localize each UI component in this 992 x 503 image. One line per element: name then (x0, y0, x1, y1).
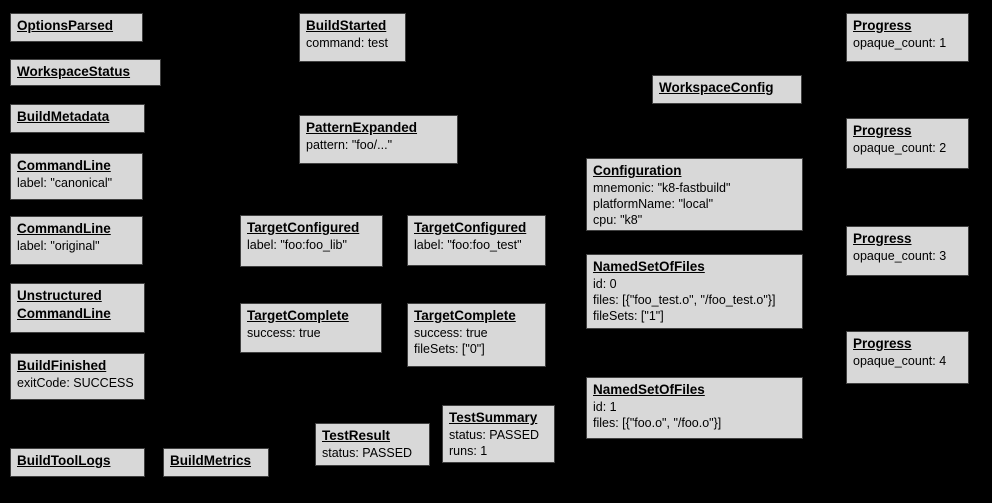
node-attribute: status: PASSED (322, 446, 413, 460)
node-attribute: mnemonic: "k8-fastbuild" (593, 181, 731, 195)
node-attribute: exitCode: SUCCESS (17, 376, 134, 390)
event-node-target-configured-foo-test: TargetConfigured label: "foo:foo_test" (407, 215, 546, 266)
node-title: BuildToolLogs (17, 453, 111, 468)
node-attribute: fileSets: ["1"] (593, 309, 664, 323)
node-attribute: files: [{"foo_test.o", "/foo_test.o"}] (593, 293, 776, 307)
event-node-unstructured-command-line: Unstructured CommandLine (10, 283, 145, 333)
node-attribute: platformName: "local" (593, 197, 714, 211)
node-attribute: files: [{"foo.o", "/foo.o"}] (593, 416, 722, 430)
node-attribute: success: true (247, 326, 321, 340)
node-attribute: label: "foo:foo_lib" (247, 238, 347, 252)
node-attribute: fileSets: ["0"] (414, 342, 485, 356)
node-attribute: label: "canonical" (17, 176, 113, 190)
node-title: WorkspaceStatus (17, 64, 131, 79)
node-attribute: command: test (306, 36, 388, 50)
node-title: BuildMetadata (17, 109, 110, 124)
event-node-command-line-canonical: CommandLine label: "canonical" (10, 153, 143, 200)
event-node-build-started: BuildStarted command: test (299, 13, 406, 62)
event-node-named-set-of-files-0: NamedSetOfFiles id: 0 files: [{"foo_test.o… (586, 254, 803, 329)
node-title: TestResult (322, 428, 391, 443)
node-title: Progress (853, 231, 912, 246)
node-title: BuildStarted (306, 18, 387, 33)
event-node-options-parsed: OptionsParsed (10, 13, 143, 42)
node-attribute: label: "foo:foo_test" (414, 238, 522, 252)
node-title: OptionsParsed (17, 18, 114, 33)
node-attribute: pattern: "foo/..." (306, 138, 393, 152)
node-title: PatternExpanded (306, 120, 418, 135)
node-title: WorkspaceConfig (659, 80, 774, 95)
event-node-progress-2: Progress opaque_count: 2 (846, 118, 969, 169)
node-attribute: id: 1 (593, 400, 617, 414)
node-attribute: opaque_count: 2 (853, 141, 947, 155)
event-node-target-configured-foo-lib: TargetConfigured label: "foo:foo_lib" (240, 215, 383, 267)
event-node-progress-4: Progress opaque_count: 4 (846, 331, 969, 384)
node-title: Progress (853, 123, 912, 138)
node-title: Progress (853, 336, 912, 351)
node-title: TargetComplete (247, 308, 349, 323)
node-title: TargetConfigured (247, 220, 360, 235)
node-title: CommandLine (17, 221, 111, 236)
node-attribute: success: true (414, 326, 488, 340)
node-title: TargetConfigured (414, 220, 527, 235)
event-node-named-set-of-files-1: NamedSetOfFiles id: 1 files: [{"foo.o", "/… (586, 377, 803, 439)
event-node-target-complete-foo-test: TargetComplete success: true fileSets: ["0… (407, 303, 546, 367)
event-node-test-summary: TestSummary status: PASSED runs: 1 (442, 405, 555, 463)
node-title: BuildFinished (17, 358, 107, 373)
event-node-build-metadata: BuildMetadata (10, 104, 145, 133)
node-title: CommandLine (17, 158, 111, 173)
node-attribute: status: PASSED (449, 428, 540, 442)
node-attribute: cpu: "k8" (593, 213, 643, 227)
node-attribute: id: 0 (593, 277, 617, 291)
node-title: TargetComplete (414, 308, 516, 323)
event-node-progress-1: Progress opaque_count: 1 (846, 13, 969, 62)
node-title: NamedSetOfFiles (593, 382, 705, 397)
node-attribute: label: "original" (17, 239, 100, 253)
node-title: NamedSetOfFiles (593, 259, 705, 274)
event-node-build-metrics: BuildMetrics (163, 448, 269, 477)
event-node-command-line-original: CommandLine label: "original" (10, 216, 143, 265)
node-title: Unstructured CommandLine (17, 288, 111, 321)
node-title: BuildMetrics (170, 453, 252, 468)
node-attribute: runs: 1 (449, 444, 488, 458)
event-node-build-finished: BuildFinished exitCode: SUCCESS (10, 353, 145, 400)
node-title: Configuration (593, 163, 682, 178)
event-node-target-complete-foo-lib: TargetComplete success: true (240, 303, 382, 353)
node-attribute: opaque_count: 3 (853, 249, 947, 263)
event-node-build-tool-logs: BuildToolLogs (10, 448, 145, 477)
node-title: Progress (853, 18, 912, 33)
node-title: TestSummary (449, 410, 538, 425)
event-node-workspace-config: WorkspaceConfig (652, 75, 802, 104)
node-attribute: opaque_count: 1 (853, 36, 947, 50)
event-node-configuration: Configuration mnemonic: "k8-fastbuild" pla… (586, 158, 803, 231)
node-attribute: opaque_count: 4 (853, 354, 947, 368)
event-node-test-result: TestResult status: PASSED (315, 423, 430, 466)
event-node-pattern-expanded: PatternExpanded pattern: "foo/..." (299, 115, 458, 164)
event-node-progress-3: Progress opaque_count: 3 (846, 226, 969, 276)
event-node-workspace-status: WorkspaceStatus (10, 59, 161, 86)
